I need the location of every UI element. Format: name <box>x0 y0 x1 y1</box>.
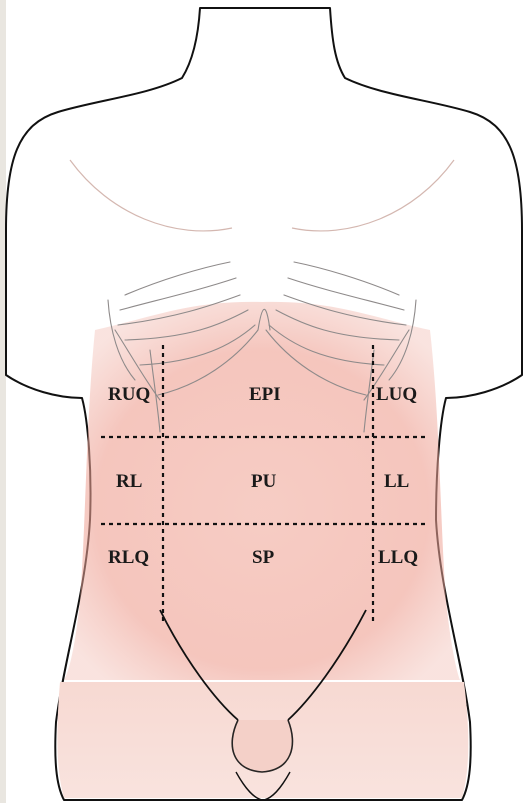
label-luq: LUQ <box>376 384 417 405</box>
label-epi: EPI <box>249 384 281 405</box>
edge-strip <box>0 0 6 803</box>
label-sp: SP <box>252 547 275 568</box>
genital-outline <box>232 720 292 772</box>
label-rlq: RLQ <box>108 547 149 568</box>
label-pu: PU <box>251 471 277 492</box>
chest-contours <box>70 160 454 231</box>
label-ll: LL <box>384 471 409 492</box>
label-ruq: RUQ <box>108 384 150 405</box>
label-rl: RL <box>116 471 142 492</box>
label-llq: LLQ <box>378 547 418 568</box>
